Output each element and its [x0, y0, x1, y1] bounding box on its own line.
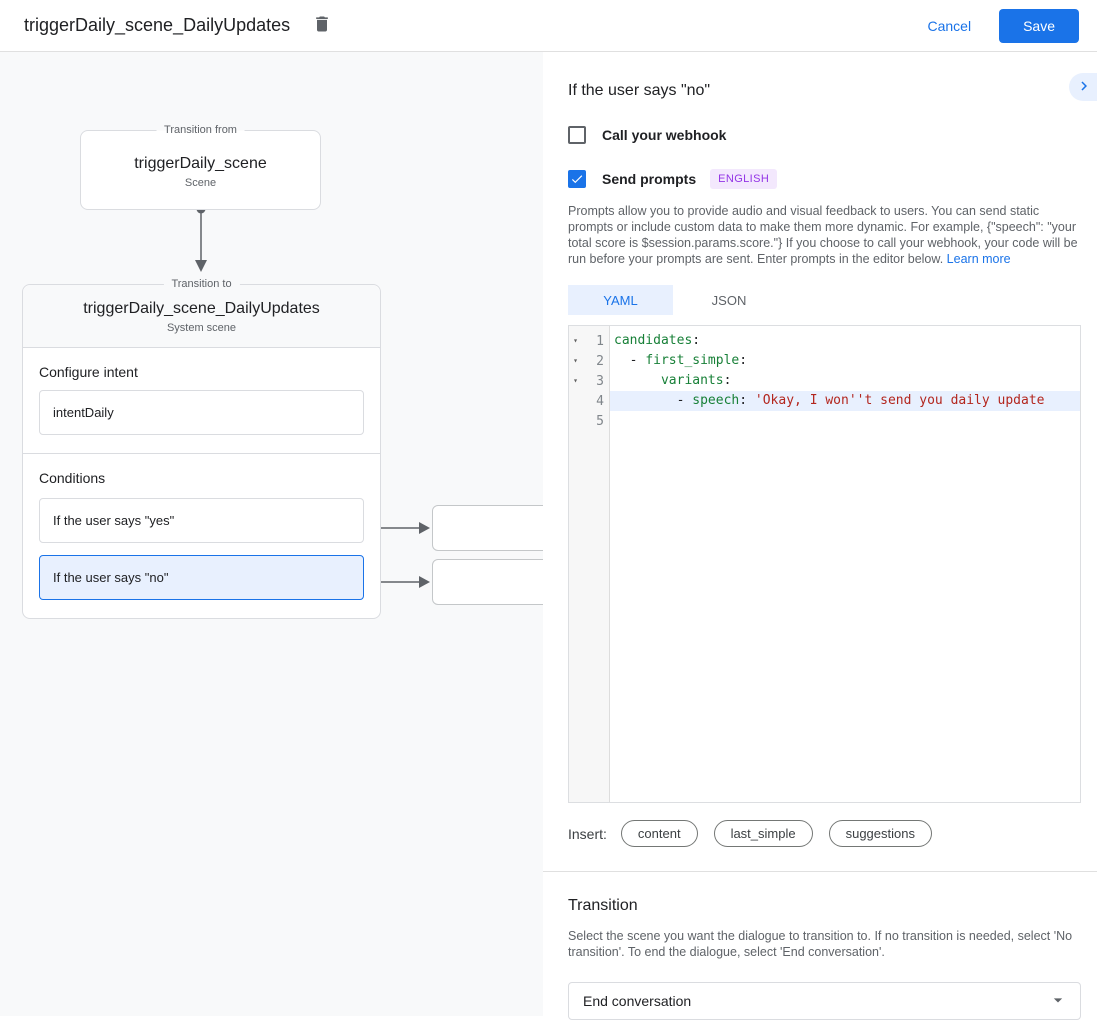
fold-arrow-icon[interactable]: ▾ — [573, 376, 578, 385]
line-number: 3 — [596, 373, 604, 389]
from-scene-name: triggerDaily_scene — [134, 155, 267, 172]
chevron-right-icon — [1075, 77, 1093, 98]
code-token: : — [692, 333, 701, 348]
prompts-checkbox-row: Send prompts ENGLISH — [568, 169, 1082, 189]
code-line-5 — [610, 411, 1080, 431]
gutter-row: ▾ 1 — [569, 331, 609, 351]
configure-intent-section: Configure intent intentDaily — [23, 348, 380, 453]
line-number: 1 — [596, 333, 604, 349]
scene-flow-canvas[interactable]: Transition from triggerDaily_scene Scene… — [0, 52, 543, 1016]
conditions-section: Conditions If the user says "yes" If the… — [23, 454, 380, 618]
card-divider — [23, 453, 380, 454]
condition-yes-target-node[interactable] — [432, 505, 543, 551]
code-token: candidates — [614, 333, 693, 348]
from-scene-type: Scene — [184, 177, 217, 189]
code-token: 'Okay, I won''t send you daily update — [754, 393, 1045, 408]
gutter-row: 4 — [569, 391, 609, 411]
dropdown-arrow-icon — [1048, 990, 1068, 1013]
trash-icon — [312, 14, 332, 37]
panel-title: If the user says "no" — [568, 82, 711, 99]
transition-select-value: End conversation — [583, 993, 692, 1009]
page-title: triggerDaily_scene_DailyUpdates — [24, 15, 291, 35]
editor-format-tabs: YAML JSON — [568, 285, 1082, 315]
transition-description: Select the scene you want the dialogue t… — [568, 929, 1073, 959]
code-token — [614, 373, 661, 388]
configure-intent-label: Configure intent — [39, 364, 138, 380]
prompt-code-editor[interactable]: ▾ 1 ▾ 2 ▾ 3 4 5 — [568, 325, 1081, 803]
cancel-button[interactable]: Cancel — [927, 17, 972, 34]
collapse-panel-button[interactable] — [1069, 73, 1097, 101]
top-bar: triggerDaily_scene_DailyUpdates Cancel S… — [0, 0, 1097, 52]
code-token: : — [739, 353, 748, 368]
code-token: variants — [660, 373, 724, 388]
editor-gutter: ▾ 1 ▾ 2 ▾ 3 4 5 — [569, 326, 610, 802]
code-token: - — [614, 393, 693, 408]
line-number: 2 — [596, 353, 604, 369]
fold-arrow-icon[interactable]: ▾ — [573, 356, 578, 365]
tab-json[interactable]: JSON — [711, 292, 747, 308]
code-line-2: - first_simple: — [610, 351, 1080, 371]
fold-arrow-icon[interactable]: ▾ — [573, 336, 578, 345]
tab-yaml[interactable]: YAML — [568, 285, 673, 315]
line-number: 4 — [596, 393, 604, 409]
transition-select[interactable]: End conversation — [568, 982, 1081, 1020]
insert-chip-last-simple[interactable]: last_simple — [713, 820, 813, 847]
condition-item-yes[interactable]: If the user says "yes" — [39, 498, 364, 543]
transition-section: Transition Select the scene you want the… — [568, 897, 1082, 1020]
condition-detail-panel: If the user says "no" Call your webhook … — [543, 52, 1097, 1020]
prompts-description-text: Prompts allow you to provide audio and v… — [568, 204, 1078, 266]
gutter-row: 5 — [569, 411, 609, 431]
transition-from-legend: Transition from — [156, 124, 245, 137]
condition-no-target-node[interactable] — [432, 559, 543, 605]
language-badge: ENGLISH — [710, 169, 778, 189]
send-prompts-checkbox[interactable] — [568, 170, 586, 188]
gutter-row: ▾ 3 — [569, 371, 609, 391]
section-divider — [543, 871, 1097, 872]
code-token: speech — [692, 393, 740, 408]
line-number: 5 — [596, 413, 604, 429]
to-scene-name: triggerDaily_scene_DailyUpdates — [83, 300, 320, 317]
prompts-description: Prompts allow you to provide audio and v… — [568, 203, 1082, 267]
to-scene-header[interactable]: triggerDaily_scene_DailyUpdates System s… — [23, 285, 380, 348]
webhook-checkbox-label: Call your webhook — [602, 127, 727, 143]
code-token: : — [723, 373, 732, 388]
delete-scene-button[interactable] — [310, 14, 334, 38]
transition-from-node[interactable]: Transition from triggerDaily_scene Scene — [80, 124, 321, 210]
insert-chip-content[interactable]: content — [620, 820, 698, 847]
transition-to-node: Transition to triggerDaily_scene_DailyUp… — [22, 278, 381, 619]
to-scene-type: System scene — [166, 322, 237, 334]
code-token: : — [739, 393, 755, 408]
gutter-row: ▾ 2 — [569, 351, 609, 371]
code-token: first_simple — [645, 353, 740, 368]
editor-code-area[interactable]: candidates: - first_simple: variants: - … — [610, 326, 1080, 802]
webhook-checkbox-row: Call your webhook — [568, 126, 1082, 144]
learn-more-link[interactable]: Learn more — [946, 252, 1011, 266]
code-line-3: variants: — [610, 371, 1080, 391]
transition-title: Transition — [568, 897, 638, 914]
intent-item[interactable]: intentDaily — [39, 390, 364, 435]
code-line-1: candidates: — [610, 331, 1080, 351]
transition-to-legend: Transition to — [163, 278, 240, 291]
send-prompts-checkbox-label: Send prompts — [602, 171, 697, 187]
insert-label: Insert: — [568, 825, 607, 842]
condition-item-no[interactable]: If the user says "no" — [39, 555, 364, 600]
webhook-checkbox[interactable] — [568, 126, 586, 144]
conditions-label: Conditions — [39, 470, 106, 486]
save-button[interactable]: Save — [999, 8, 1079, 43]
code-token: - — [614, 353, 646, 368]
insert-row: Insert: content last_simple suggestions — [568, 820, 1082, 847]
insert-chip-suggestions[interactable]: suggestions — [828, 820, 932, 847]
code-line-4: - speech: 'Okay, I won''t send you daily… — [610, 391, 1080, 411]
